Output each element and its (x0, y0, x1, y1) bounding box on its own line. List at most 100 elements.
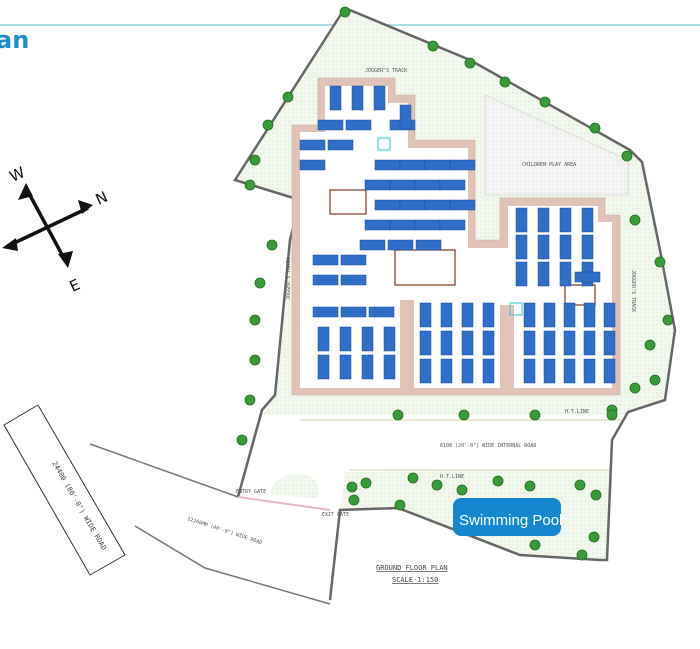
tree-icon (282, 91, 294, 103)
tree-icon (629, 214, 641, 226)
parking-space (461, 358, 474, 384)
tree-icon (262, 119, 274, 131)
tree-icon (644, 339, 656, 351)
road-edge-bottom (134, 525, 331, 605)
parking-space (383, 354, 396, 380)
parking-space (364, 219, 391, 231)
parking-space (515, 261, 528, 287)
parking-space (374, 159, 401, 171)
parking-space (583, 358, 596, 384)
tree-icon (588, 531, 600, 543)
parking-space (482, 330, 495, 356)
joggers-track-left-label: JOGGER'S TRACK (286, 258, 292, 300)
parking-space (340, 274, 367, 286)
tree-icon (590, 489, 602, 501)
tree-icon (529, 409, 541, 421)
tree-icon (394, 499, 406, 511)
parking-space (523, 358, 536, 384)
ht-line-label-1: H.T.LINE (565, 409, 589, 415)
parking-space (574, 271, 601, 283)
ht-line-label-2: H.T.LINE (440, 474, 464, 480)
parking-space (399, 199, 426, 211)
swimming-pool: Swimming Pool (453, 498, 562, 536)
page-title-fragment: an (0, 26, 30, 54)
parking-spaces (299, 85, 616, 384)
tree-icon (576, 549, 588, 561)
tree-icon (456, 484, 468, 496)
exit-gate-label: EXIT GATE (322, 512, 349, 518)
parking-space (515, 234, 528, 260)
parking-space (361, 326, 374, 352)
parking-space (581, 234, 594, 260)
parking-space (581, 207, 594, 233)
parking-space (482, 302, 495, 328)
tree-icon (606, 409, 618, 421)
parking-space (364, 179, 391, 191)
parking-space (440, 302, 453, 328)
parking-space (312, 306, 339, 318)
parking-space (317, 119, 344, 131)
tree-icon (492, 475, 504, 487)
tree-icon (464, 57, 476, 69)
tree-icon (649, 374, 661, 386)
parking-space (414, 219, 441, 231)
tree-icon (244, 394, 256, 406)
main-road-label: 24400 (80'-0") WIDE ROAD (50, 460, 108, 552)
parking-space (399, 104, 412, 130)
parking-space (317, 354, 330, 380)
tree-icon (254, 277, 266, 289)
parking-space (543, 302, 556, 328)
compass-north: N (93, 188, 111, 209)
parking-space (340, 306, 367, 318)
tree-icon (249, 354, 261, 366)
parking-space (537, 207, 550, 233)
parking-space (559, 234, 572, 260)
parking-space (368, 306, 395, 318)
tree-icon (524, 480, 536, 492)
compass-icon (2, 183, 93, 268)
parking-space (359, 239, 386, 251)
parking-space (419, 358, 432, 384)
parking-space (583, 330, 596, 356)
tree-icon (662, 314, 674, 326)
entry-gate-label: ENTRY GATE (236, 489, 266, 495)
tree-icon (539, 96, 551, 108)
parking-space (461, 302, 474, 328)
parking-space (415, 239, 442, 251)
compass-west: W (7, 163, 28, 186)
swimming-pool-label: Swimming Pool (459, 512, 562, 529)
parking-space (345, 119, 372, 131)
parking-space (482, 358, 495, 384)
parking-space (449, 159, 476, 171)
tree-icon (360, 477, 372, 489)
entry-landscape (270, 473, 319, 498)
tree-icon (249, 314, 261, 326)
parking-space (424, 199, 451, 211)
parking-space (537, 261, 550, 287)
parking-space (312, 274, 339, 286)
parking-space (563, 302, 576, 328)
parking-space (327, 139, 354, 151)
parking-space (317, 326, 330, 352)
parking-space (543, 330, 556, 356)
parking-space (373, 85, 386, 111)
parking-space (515, 207, 528, 233)
parking-space (312, 254, 339, 266)
tree-icon (249, 154, 261, 166)
parking-space (414, 179, 441, 191)
parking-space (543, 358, 556, 384)
parking-space (537, 234, 550, 260)
children-play-area (484, 94, 629, 196)
parking-space (339, 326, 352, 352)
tree-icon (266, 239, 278, 251)
tree-icon (574, 479, 586, 491)
site-boundary (233, 6, 677, 601)
parking-space (299, 139, 326, 151)
tree-icon (621, 150, 633, 162)
tree-icon (392, 409, 404, 421)
side-road-label: 12200MM (40'-0") WIDE ROAD (186, 516, 262, 546)
main-road: 24400 (80'-0") WIDE ROAD (3, 404, 126, 576)
tree-icon (348, 494, 360, 506)
parking-space (329, 85, 342, 111)
